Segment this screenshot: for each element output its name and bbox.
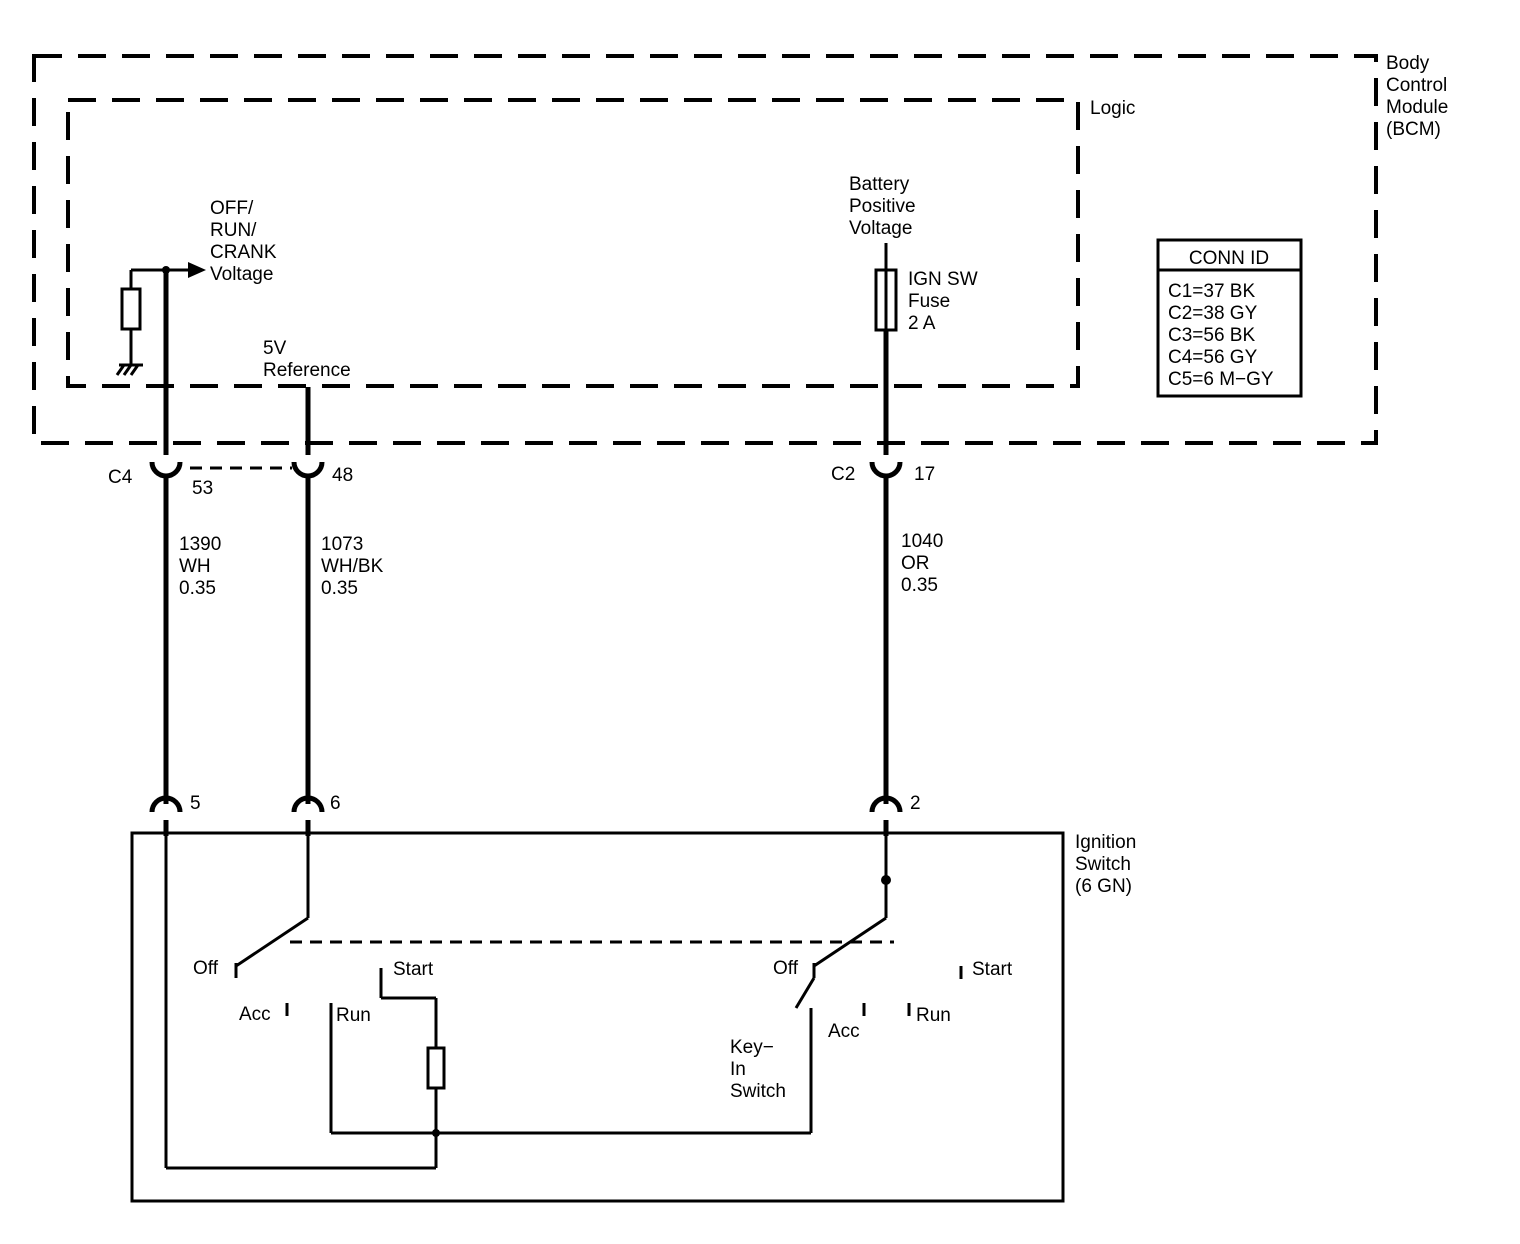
resistor-icon bbox=[426, 1046, 446, 1090]
5v-reference-label: 5V Reference bbox=[263, 338, 351, 381]
ignition-switch-internal bbox=[163, 820, 963, 1170]
wire-1073-label: 1073 WH/BK 0.35 bbox=[321, 534, 389, 599]
conn-id-row: C4=56 GY bbox=[1168, 347, 1258, 368]
off-run-crank-voltage-label: OFF/ RUN/ CRANK Voltage bbox=[210, 198, 282, 285]
connector-c4-label: C4 bbox=[108, 467, 133, 488]
switch-contact-right bbox=[813, 916, 887, 968]
wire-1390-label: 1390 WH 0.35 bbox=[179, 534, 227, 599]
logic-label: Logic bbox=[1090, 98, 1135, 119]
switch-contact-left bbox=[235, 916, 309, 968]
conn-id-row: C2=38 GY bbox=[1168, 303, 1258, 324]
left-acc-label: Acc bbox=[239, 1004, 271, 1025]
right-off-label: Off bbox=[773, 958, 799, 979]
ground-icon bbox=[115, 363, 143, 376]
conn-id-title: CONN ID bbox=[1189, 248, 1269, 269]
pin-5-label: 5 bbox=[190, 793, 201, 814]
right-start-label: Start bbox=[972, 959, 1013, 980]
connector-switch-2 bbox=[869, 795, 903, 813]
conn-id-row: C1=37 BK bbox=[1168, 281, 1255, 302]
conn-id-row: C5=6 M−GY bbox=[1168, 369, 1274, 390]
ignition-switch-label: Ignition Switch (6 GN) bbox=[1075, 832, 1142, 897]
ign-sw-fuse-label: IGN SW Fuse 2 A bbox=[908, 269, 983, 334]
connector-c2-label: C2 bbox=[831, 464, 855, 485]
connector-switch-6 bbox=[291, 795, 325, 813]
pin-53-label: 53 bbox=[192, 478, 213, 499]
pin-48-label: 48 bbox=[332, 465, 353, 486]
arrow-right-icon bbox=[188, 262, 206, 278]
resistor-icon bbox=[120, 287, 142, 331]
bcm-boundary bbox=[32, 54, 1378, 445]
right-run-label: Run bbox=[916, 1005, 951, 1026]
left-run-label: Run bbox=[336, 1005, 371, 1026]
connector-c4-53 bbox=[149, 461, 183, 479]
bcm-label: Body Control Module (BCM) bbox=[1386, 53, 1454, 140]
splice-dot bbox=[162, 266, 170, 274]
logic-boundary bbox=[66, 98, 1080, 388]
conn-id-row: C3=56 BK bbox=[1168, 325, 1255, 346]
key-in-switch-contact bbox=[794, 977, 816, 1009]
pin-6-label: 6 bbox=[330, 793, 341, 814]
key-in-switch-label: Key− In Switch bbox=[730, 1037, 786, 1102]
wire-1040-label: 1040 OR 0.35 bbox=[901, 531, 949, 596]
splice-dot bbox=[881, 875, 891, 885]
off-run-crank-input bbox=[115, 262, 206, 455]
left-start-label: Start bbox=[393, 959, 434, 980]
battery-positive-voltage-label: Battery Positive Voltage bbox=[849, 174, 921, 239]
connector-switch-5 bbox=[149, 795, 183, 813]
left-off-label: Off bbox=[193, 958, 219, 979]
conn-id-table: CONN ID C1=37 BK C2=38 GY C3=56 BK C4=56… bbox=[1156, 238, 1303, 398]
splice-dot bbox=[432, 1129, 440, 1137]
pin-17-label: 17 bbox=[914, 464, 935, 485]
connector-c4-48 bbox=[291, 461, 325, 479]
connector-c2-17 bbox=[869, 461, 903, 479]
pin-2-label: 2 bbox=[910, 793, 921, 814]
ignition-switch-boundary bbox=[130, 831, 1065, 1203]
right-acc-label: Acc bbox=[828, 1021, 860, 1042]
